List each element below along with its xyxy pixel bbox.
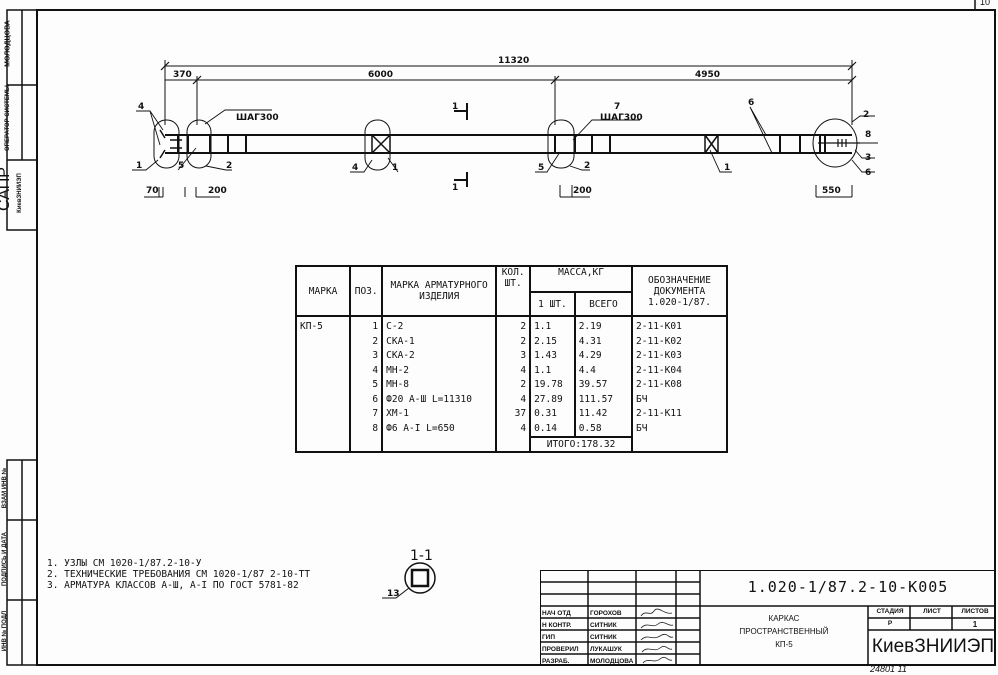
dim-4950: 4950 xyxy=(695,70,720,80)
sheet-corner-number: 10 xyxy=(980,0,991,7)
person-name: СИТНИК xyxy=(590,622,617,629)
title-line: КАРКАС xyxy=(768,614,800,623)
role-label: Н КОНТР. xyxy=(542,622,572,629)
callout: 4 xyxy=(352,163,358,173)
person-name: СИТНИК xyxy=(590,634,617,641)
title-line: КП-5 xyxy=(775,640,793,649)
callout: 3 xyxy=(865,153,871,163)
section-mark: 1 xyxy=(452,102,458,112)
sapr-label: САПР xyxy=(0,167,13,211)
sheet-frame xyxy=(36,9,996,666)
role-label: ПРОВЕРИЛ xyxy=(542,646,579,653)
header-mark: МАРКА xyxy=(294,265,352,317)
dim-70: 70 xyxy=(146,186,159,196)
dim-200: 200 xyxy=(208,186,227,196)
stage-label: СТАДИЯ xyxy=(876,608,904,615)
org-label: КиевЗНИИЭП xyxy=(17,173,23,213)
signatures xyxy=(640,608,674,664)
inv-podl-label: ИНВ № ПОДЛ xyxy=(2,610,8,652)
callout: 13 xyxy=(387,589,400,599)
dim-6000: 6000 xyxy=(368,70,393,80)
title-line: ПРОСТРАНСТВЕННЫЙ xyxy=(739,627,829,636)
dim-550: 550 xyxy=(822,186,841,196)
role-label: ГИП xyxy=(542,634,556,641)
person-name: ЛУКАШУК xyxy=(590,646,622,653)
header-doc: ОБОЗНАЧЕНИЕ ДОКУМЕНТА 1.020-1/87. xyxy=(631,265,728,317)
note: 3. АРМАТУРА КЛАССОВ А-Ш, А-I ПО ГОСТ 578… xyxy=(47,580,299,591)
note: 1. УЗЛЫ СМ 1020-1/87.2-10-У xyxy=(47,558,202,569)
callout: 8 xyxy=(865,130,871,140)
callout: 2 xyxy=(584,161,590,171)
callout: 6 xyxy=(865,168,871,178)
callout: 2 xyxy=(226,161,232,171)
callout: 7 xyxy=(614,102,620,112)
operator-name: МОЛОДЦОВА xyxy=(4,20,12,67)
callout: 5 xyxy=(538,163,544,173)
inv-zam-label: ВЗАМ ИНВ № xyxy=(2,467,8,509)
sheets-value: 1 xyxy=(972,620,978,629)
header-mass: МАССА,КГ xyxy=(529,265,634,293)
general-notes: 1. УЗЛЫ СМ 1020-1/87.2-10-У 2. ТЕХНИЧЕСК… xyxy=(47,558,310,591)
organization-name: КиевЗНИИЭП xyxy=(871,636,995,657)
sheets-label: ЛИСТОВ xyxy=(961,608,989,615)
person-name: ГОРОХОВ xyxy=(590,610,622,617)
title-block: 1.020-1/87.2-10-К005 КАРКАС ПРОСТРАНСТВЕ… xyxy=(540,570,996,666)
callout: 5 xyxy=(178,161,184,171)
callout: 4 xyxy=(138,102,144,112)
section-title: 1-1 xyxy=(410,548,433,564)
callout: 1 xyxy=(724,163,730,173)
header-pos: ПОЗ. xyxy=(349,265,384,317)
specification-table: МАРКА ПОЗ. МАРКА АРМАТУРНОГО ИЗДЕЛИЯ КОЛ… xyxy=(294,265,728,453)
role-label: РАЗРАБ. xyxy=(542,658,570,665)
document-code: 1.020-1/87.2-10-К005 xyxy=(747,578,949,596)
header-mass-one: 1 ШТ. xyxy=(529,291,576,317)
step-label: ШАГ300 xyxy=(600,113,643,123)
archive-number: 24801 11 xyxy=(870,664,907,674)
dim-total: 11320 xyxy=(498,56,529,66)
person-name: МОЛОДЦОВА xyxy=(590,658,634,665)
dim-370: 370 xyxy=(173,70,192,80)
section-mark: 1 xyxy=(452,183,458,193)
sheet-label: ЛИСТ xyxy=(923,608,941,615)
dim-200: 200 xyxy=(573,186,592,196)
callout: 2 xyxy=(863,110,869,120)
step-label: ШАГ300 xyxy=(236,113,279,123)
note: 2. ТЕХНИЧЕСКИЕ ТРЕБОВАНИЯ СМ 1020-1/87 2… xyxy=(47,569,311,580)
header-qty: КОЛ. ШТ. xyxy=(495,265,532,317)
header-item-mark: МАРКА АРМАТУРНОГО ИЗДЕЛИЯ xyxy=(381,265,498,317)
row-mark: КП-5 xyxy=(294,315,352,453)
stage-value: Р xyxy=(887,620,893,627)
total-mass: ИТОГО:178.32 xyxy=(529,436,634,453)
operator-label: ОПЕРАТОР СИСТЕМЫ xyxy=(5,85,11,151)
sign-date-label: ПОДПИСЬ И ДАТА xyxy=(2,531,8,587)
callout: 1 xyxy=(136,161,142,171)
callout: 6 xyxy=(748,98,754,108)
header-mass-total: ВСЕГО xyxy=(573,291,634,317)
callout: 1 xyxy=(392,163,398,173)
role-label: НАЧ ОТД xyxy=(542,610,571,617)
